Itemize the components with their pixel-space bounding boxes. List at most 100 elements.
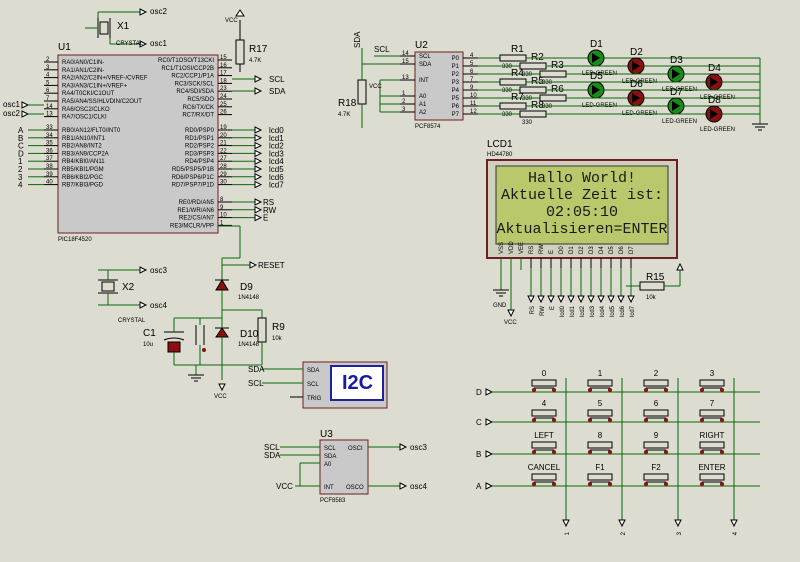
keypad-key[interactable]: 3 (699, 369, 725, 392)
lcd-pin: D2 (579, 246, 585, 268)
pin-number: 10 (220, 213, 227, 219)
u2-right-pin: 4P0 (452, 53, 478, 62)
keypad-key[interactable]: 8 (587, 431, 613, 454)
led-ref: D7 (670, 87, 683, 98)
keypad-key-label: 2 (654, 369, 659, 378)
diode-d10[interactable]: D10 1N4148 VCC (214, 310, 260, 400)
keypad-key[interactable]: 0 (531, 369, 557, 392)
keypad-net-label: 3 (18, 173, 23, 182)
keypad-key[interactable]: 4 (531, 399, 557, 422)
keypad-key[interactable]: 9 (643, 431, 669, 454)
lcd-bottom-net-label: lcd6 (620, 305, 626, 317)
keypad-key[interactable]: CANCEL (528, 463, 561, 486)
keypad-key[interactable]: 6 (643, 399, 669, 422)
diode-d9[interactable]: D9 1N4148 (215, 279, 260, 310)
resistor-r9[interactable]: R9 10k (222, 309, 285, 366)
keypad-net-label: 1 (18, 157, 23, 166)
keypad-row-a: A (476, 482, 760, 491)
pin-name: RD0/PSP0 (185, 128, 215, 134)
lcd-bottom-net-label: lcd0 (560, 305, 566, 317)
pin-number: 6 (46, 88, 50, 94)
keypad-net: 4 (18, 181, 44, 190)
crystal-x1[interactable]: X1 osc2 osc1 CRYSTAL (85, 7, 167, 48)
pin-number: 23 (220, 86, 227, 92)
keypad-key[interactable]: F1 (587, 463, 613, 486)
r18-ref: R18 (338, 98, 357, 109)
keypad-key[interactable]: 5 (587, 399, 613, 422)
keypad-key[interactable]: 2 (643, 369, 669, 392)
lcd-module[interactable]: LCD1 HD44780 Hallo World! Aktuelle Zeit … (486, 139, 678, 317)
pin-name: RA2/AN2/C2IN+/VREF-/CVREF (62, 76, 148, 82)
pin-name: INT (419, 78, 429, 84)
r18-value: 4.7K (338, 112, 350, 118)
pin-name: RD5/PSP5/P1B (172, 167, 214, 173)
pin-number: 12 (470, 109, 477, 115)
keypad-row-label: D (476, 388, 482, 397)
pin-name: RD6/PSP6/P1C (172, 175, 215, 181)
pin-name: RD7/PSP7/P1D (172, 183, 215, 189)
lcd-pin: D6 (619, 246, 625, 268)
x2-ref: X2 (122, 282, 135, 293)
keypad-col-label: 2 (621, 531, 627, 535)
keypad-key[interactable]: 7 (699, 399, 725, 422)
pin-number: 1 (220, 220, 224, 226)
u2-ref: U2 (415, 40, 428, 51)
resistor-value: 330 (502, 88, 513, 94)
keypad-key[interactable]: 1 (587, 369, 613, 392)
keypad-row-b: B (476, 450, 760, 459)
lcd-bottom-net: RW (537, 268, 546, 316)
pin-number: 29 (220, 172, 227, 178)
pin-number: 33 (46, 125, 53, 131)
pin-name: RA6/OSC2/CLKO (62, 107, 110, 113)
i2c-debugger[interactable]: I2C SDA SCL TRIG SDA SCL (248, 361, 388, 409)
rtc-u3[interactable]: U3 SCL SDA A0 INT OSCI OSCO PCF8583 SCL … (264, 429, 427, 504)
keypad-key[interactable]: RIGHT (699, 431, 725, 454)
resistor-r18[interactable]: R18 4.7K (338, 64, 367, 128)
capacitor-c1[interactable]: C1 10u (143, 317, 222, 366)
pin-name: RC4/SDI/SDA (176, 89, 214, 95)
pin-name: RA0/AN0/C1IN- (62, 60, 104, 66)
u3-pin-a0: A0 (324, 462, 332, 468)
crystal-x2[interactable]: osc3 osc4 X2 CRYSTAL (98, 266, 167, 324)
x1-ref: X1 (117, 21, 130, 32)
reset-button[interactable] (195, 318, 206, 365)
pin-number: 7 (46, 96, 50, 102)
keypad-net: B (18, 134, 44, 143)
keypad-key[interactable]: F2 (643, 463, 669, 486)
keypad-net: 2 (18, 165, 44, 174)
lcd-data-net: lcd2 (232, 142, 284, 151)
pin-number: 35 (46, 141, 53, 147)
pin-name: P1 (452, 64, 460, 70)
pin-number: 9 (220, 205, 224, 211)
keypad-key[interactable]: ENTER (698, 463, 726, 486)
i2c-net: SCL (232, 75, 285, 84)
led-part: LED-GREEN (662, 119, 697, 125)
u2-part: PCF8574 (415, 124, 441, 130)
pin-name: RA3/AN3/C1IN+/VREF+ (62, 83, 128, 89)
resistor-r17[interactable]: VCC R17 4.7K (225, 9, 268, 72)
resistor-r15[interactable]: R15 10k (626, 262, 684, 301)
pin-name: P6 (452, 104, 460, 110)
keypad-row-label: B (476, 450, 481, 459)
pin-name: RD4/PSP4 (185, 159, 215, 165)
led-part: LED-GREEN (700, 127, 735, 133)
lcd-bottom-net: lcd5 (607, 268, 616, 317)
lcd-bottom-net: lcd0 (557, 268, 566, 317)
lcd-bottom-net: lcd7 (627, 268, 636, 317)
pin-name: RC6/TX/CK (183, 105, 214, 111)
pin-name: RC0/T1OSO/T13CKI (158, 58, 214, 64)
keypad-net: C (18, 142, 44, 151)
keypad-key[interactable]: LEFT (531, 431, 557, 454)
